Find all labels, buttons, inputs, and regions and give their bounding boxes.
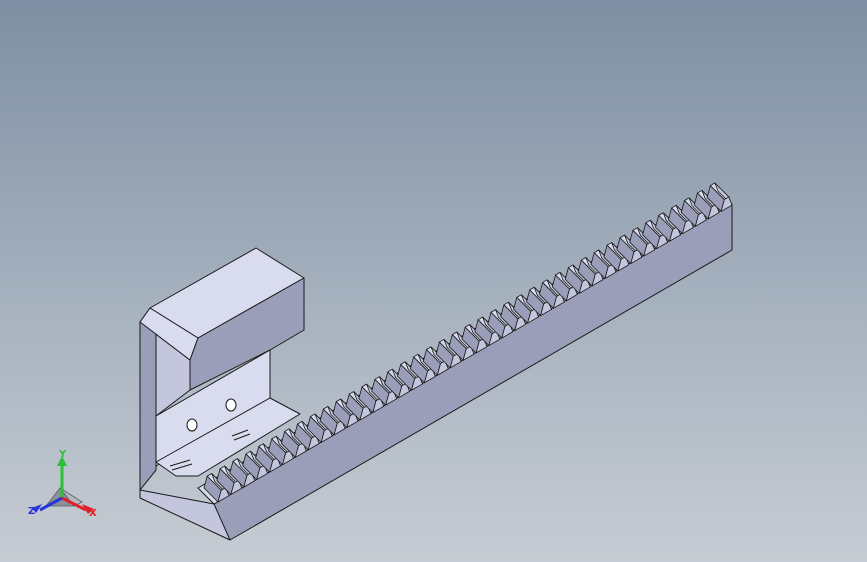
mounting-hole [186, 418, 198, 432]
floor-slot [169, 459, 191, 467]
mounting-hole [225, 398, 237, 412]
mounting-bracket[interactable] [139, 247, 305, 491]
bracket-floor [155, 397, 301, 477]
z-axis-label: Z [28, 506, 35, 517]
floor-slot [171, 463, 193, 471]
rack-teeth[interactable] [203, 182, 733, 503]
x-axis-label: X [89, 508, 97, 519]
x-axis-arrow [82, 504, 94, 514]
y-axis-label: Y [58, 449, 67, 460]
bracket-top-side [189, 277, 305, 391]
axis-triad: Y X Z [28, 449, 97, 519]
z-axis-arrow [32, 504, 42, 513]
floor-slot [231, 429, 249, 437]
rack-tooth-face [720, 196, 733, 212]
y-axis-arrow [57, 456, 67, 466]
z-axis-line [39, 496, 63, 512]
rack-end-face [139, 489, 231, 541]
x-axis-line [61, 496, 87, 512]
floor-slot [233, 433, 251, 441]
bracket-left-edge [139, 307, 157, 491]
triad-gray-top [59, 487, 83, 507]
rack-side-face [213, 203, 733, 541]
